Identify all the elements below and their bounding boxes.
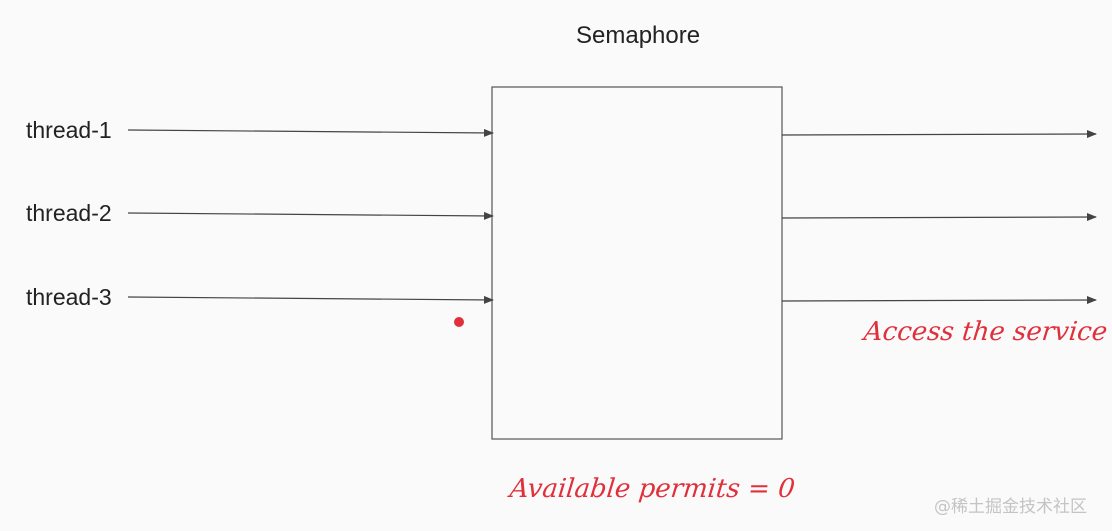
available-permits-note: Available permits = 0: [508, 474, 797, 504]
diagram-title: Semaphore: [576, 22, 701, 49]
semaphore-box: [491, 86, 783, 440]
access-service-note: Access the service: [862, 317, 1109, 347]
thread-label-1: thread-1: [26, 117, 112, 143]
thread-label-2: thread-2: [26, 200, 112, 226]
output-arrow-3: [781, 296, 1097, 305]
output-arrow-2: [781, 213, 1097, 222]
thread-label-3: thread-3: [26, 284, 112, 310]
output-arrow-1: [781, 130, 1097, 139]
thread-1-arrow: [127, 128, 494, 137]
watermark: @稀土掘金技术社区: [934, 497, 1087, 517]
thread-3-arrow: [127, 295, 494, 304]
pointer-dot: [454, 317, 464, 327]
thread-2-arrow: [127, 211, 494, 220]
